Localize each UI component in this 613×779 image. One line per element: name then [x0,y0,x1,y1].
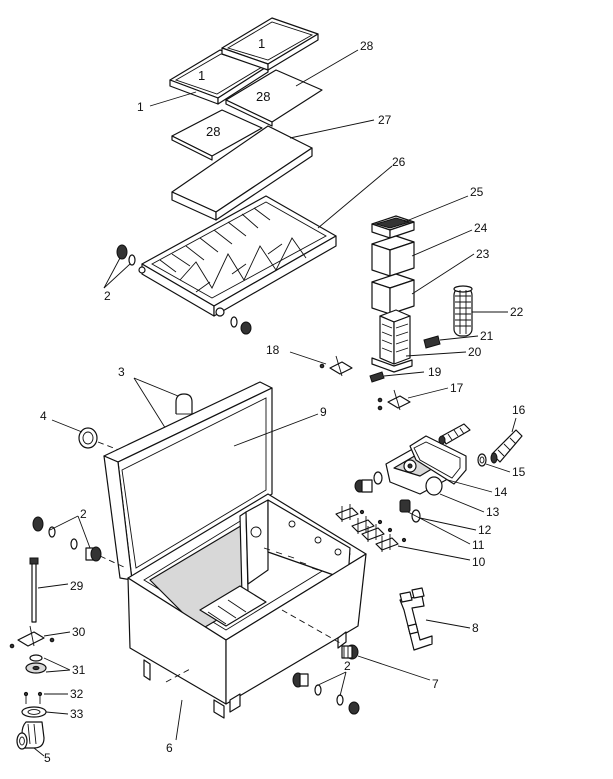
connector-upper-left [116,244,136,266]
foam-pad-right [225,69,323,127]
label-12: 12 [478,523,492,537]
collar-33 [21,706,47,718]
label-29: 29 [70,579,84,593]
uvc-sleeve [453,285,473,337]
label-14: 14 [494,485,508,499]
filter-basket [371,309,413,373]
label-11: 11 [472,538,485,552]
label-lid-inner-left: 1 [198,68,205,83]
fitting-7 [341,644,359,660]
label-10: 10 [472,555,486,569]
label-17: 17 [450,381,464,395]
fitting-11 [399,499,411,513]
label-32: 32 [70,687,84,701]
label-8: 8 [472,621,479,635]
main-box [127,493,367,719]
label-19: 19 [428,365,442,379]
label-2-upper: 2 [104,289,111,303]
label-lid-inner-right: 1 [258,36,265,51]
bracket-17 [377,389,411,411]
label-15: 15 [512,465,526,479]
label-9: 9 [320,405,327,419]
label-13: 13 [486,505,500,519]
bracket-8 [399,587,433,651]
hose-tail-16 [490,429,523,464]
washers-31 [25,654,47,674]
connector-upper-right [230,316,252,335]
label-30: 30 [72,625,86,639]
hose-tail-upper [438,423,471,445]
clip-part [423,335,441,349]
label-20: 20 [468,345,482,359]
connector-left-outlet [354,471,383,493]
label-27: 27 [378,113,392,127]
label-23: 23 [476,247,490,261]
label-24: 24 [474,221,488,235]
label-2-lower: 2 [344,659,351,673]
label-pad-inner-right: 28 [256,89,270,104]
label-6: 6 [166,741,173,755]
label-33: 33 [70,707,84,721]
bracket-30 [9,625,55,649]
label-21: 21 [480,329,494,343]
label-pad-inner-left: 28 [206,124,220,139]
foam-pad-left [171,109,263,161]
elbow-5 [16,721,45,750]
seal-ring-15 [477,453,487,467]
foam-block-upper [371,235,415,277]
label-18: 18 [266,343,280,357]
bracket-18 [319,355,353,377]
label-16: 16 [512,403,526,417]
label-25: 25 [470,185,484,199]
label-7: 7 [432,677,439,691]
label-4: 4 [40,409,47,423]
filter-tray [138,195,337,317]
label-1: 1 [137,100,144,114]
label-5: 5 [44,751,51,765]
label-28: 28 [360,39,374,53]
filter-mat [171,125,313,221]
connector-left [32,516,102,562]
label-31: 31 [72,663,86,677]
label-2-left: 2 [80,507,87,521]
label-26: 26 [392,155,406,169]
screws-32 [23,691,43,704]
main-lid [103,381,273,581]
clamps-10 [335,504,407,552]
connector-lower-right [292,672,360,715]
latch-19 [369,371,385,383]
gasket-14 [409,435,467,485]
rod-29 [29,557,39,623]
label-22: 22 [510,305,524,319]
cartridge-cap [371,215,415,239]
foam-block-lower [371,273,415,315]
lid-right [221,17,319,71]
ring-4 [78,427,98,449]
label-3: 3 [118,365,125,379]
